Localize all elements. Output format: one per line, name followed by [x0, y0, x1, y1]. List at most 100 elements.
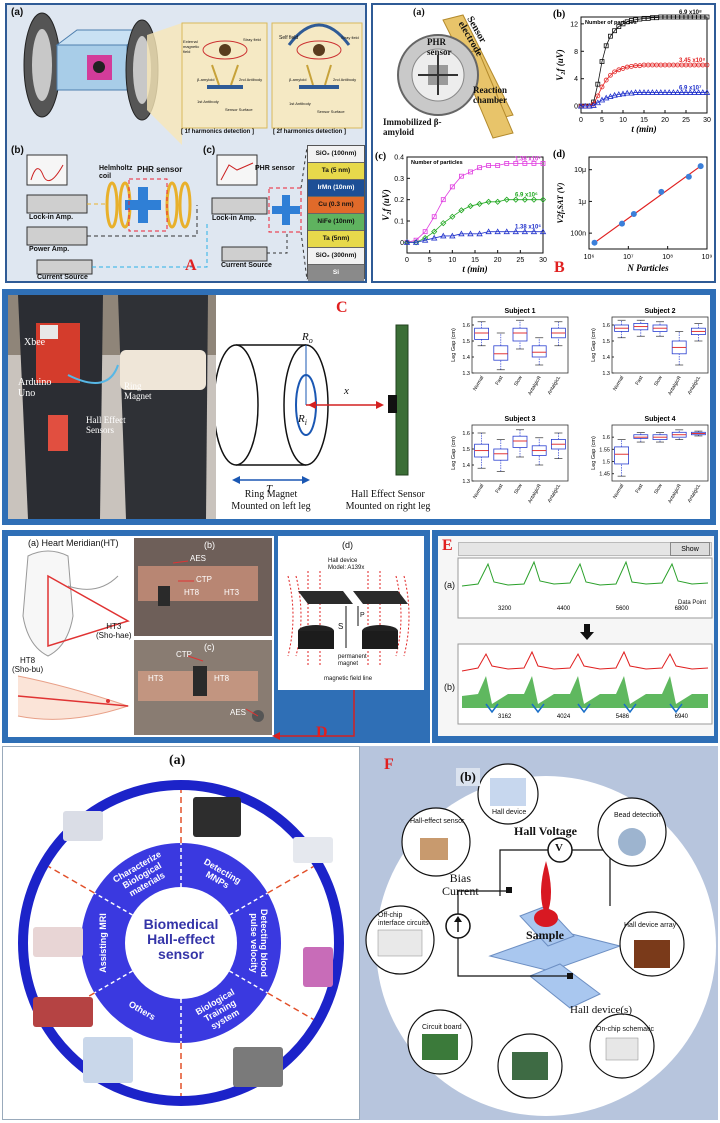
data-point	[674, 89, 681, 95]
thumbnail	[33, 927, 83, 957]
meridian-drawing	[17, 538, 272, 735]
data-point	[632, 89, 639, 95]
segment-label-line: pulse velocity	[249, 913, 259, 973]
x-tick-label: AntalgicR	[667, 375, 683, 397]
y-tick-label: 0.2	[394, 197, 404, 204]
x-tick-label: 10⁶	[584, 254, 595, 261]
series-label-1: 3.45 x10⁸	[679, 58, 705, 64]
series-line-2	[407, 231, 543, 243]
series-line-1	[581, 64, 707, 107]
data-point	[494, 228, 501, 235]
x-tick-label: Fast	[494, 374, 504, 386]
panel-letter-f: F	[384, 756, 394, 773]
series-line-0	[581, 16, 707, 107]
data-point	[422, 229, 428, 235]
e-show-button[interactable]: Show	[670, 542, 710, 556]
thumbnail	[63, 811, 103, 841]
series-label-1: 6.9 x10⁶	[515, 193, 538, 199]
data-point	[521, 196, 528, 203]
segment-label: Assisting MRI	[98, 913, 108, 973]
segment-label-line: Detecting blood	[259, 909, 269, 977]
series-line-2	[581, 92, 707, 107]
phr-layer-stack: SiO₂ (100nm)Ta (5 nm)IrMn (10nm)Cu (0.3 …	[307, 145, 365, 281]
y-axis-label: V₂f (uV)	[555, 49, 565, 80]
subject-title: Subject 2	[644, 308, 675, 315]
layer-0: SiO₂ (100nm)	[308, 146, 364, 163]
y-tick-label: 1.55	[599, 447, 610, 453]
y-axis-label: Leg Gap (cm)	[451, 328, 457, 362]
e-sub-a: (a)	[444, 580, 455, 590]
data-point	[485, 228, 492, 235]
plot-frame	[611, 424, 709, 482]
subject-title: Subject 4	[644, 416, 675, 423]
ht8-label-c: HT8	[214, 674, 230, 683]
sector-divider	[267, 865, 314, 894]
x-tick-label: AntalgicL	[687, 375, 703, 396]
series-label-0: 1.38 x10⁷	[515, 156, 541, 162]
layer-2: IrMn (10nm)	[308, 180, 364, 197]
center-title-line: sensor	[158, 946, 204, 962]
x-tick-label: 15	[471, 257, 479, 264]
x-tick-label: Fast	[634, 374, 644, 386]
data-point	[403, 239, 411, 246]
sensor-illustration	[397, 14, 514, 139]
ht3-label-c: HT3	[148, 674, 164, 683]
layer-7: Si	[308, 265, 364, 281]
data-point	[695, 89, 702, 95]
x-tick-label: 20	[494, 257, 502, 264]
harmonic-view-2	[271, 22, 363, 129]
data-point	[485, 198, 492, 205]
external-field-label: External magnetic field	[183, 39, 200, 54]
x-tick-label: Normal	[612, 483, 625, 500]
y-tick-label: 0.1	[394, 219, 404, 226]
sector-divider	[48, 865, 95, 894]
data-point	[619, 90, 627, 97]
data-point	[598, 96, 606, 103]
xbee-label: Xbee	[24, 337, 46, 348]
x-tick-label: 30	[703, 117, 711, 124]
box	[474, 327, 489, 340]
panel-f: (b) Hall Voltage V Bias Current Sample H…	[360, 746, 718, 1120]
e-sub-b: (b)	[444, 682, 455, 692]
e-tick-label: 6800	[674, 606, 688, 612]
x-tick-label: Fast	[494, 482, 504, 494]
x-tick-label: Normal	[472, 375, 485, 392]
y-tick-label: 1.3	[462, 371, 470, 377]
circle-array: Hall device array	[624, 922, 677, 929]
d-sub-c: (c)	[204, 642, 215, 652]
x-tick-label: AntalgicR	[667, 483, 683, 505]
panel-a: SiO₂ (100nm)Ta (5 nm)IrMn (10nm)Cu (0.3 …	[5, 3, 367, 283]
y-tick-label: 0	[400, 240, 404, 247]
x-tick-label: Normal	[612, 375, 625, 392]
data-point	[595, 93, 601, 99]
series-line-0	[406, 162, 543, 243]
data-point	[645, 89, 652, 95]
data-point	[512, 196, 519, 203]
x-tick-label: 10⁷	[623, 254, 634, 261]
ring-magnet-schematic	[216, 324, 409, 484]
ring-magnet-caption: Ring Magnet Mounted on left leg	[231, 489, 311, 512]
y-axis-label: V2f,SAT (V)	[556, 182, 565, 223]
legend-title: Number of particles	[411, 160, 463, 166]
plot-frame	[471, 316, 569, 374]
antibody-label-1a: 1st Antibody	[197, 99, 219, 104]
hall-magnet-drawing	[287, 571, 410, 666]
data-point	[521, 228, 529, 235]
y-tick-label: 1.6	[462, 431, 470, 437]
data-point	[513, 160, 519, 166]
panel-letter-c: C	[336, 299, 348, 316]
sub-label: (c)	[375, 151, 386, 162]
data-point	[530, 196, 537, 203]
data-point	[577, 102, 585, 109]
bias-current-label: Bias Current	[442, 871, 479, 898]
data-point	[616, 24, 622, 30]
data-point	[653, 89, 660, 95]
data-point	[421, 236, 429, 243]
field-line-label: magnetic field line	[324, 676, 373, 682]
reaction-chamber-label: Reaction chamber	[473, 85, 507, 105]
panel-letter-a: A	[185, 257, 197, 274]
